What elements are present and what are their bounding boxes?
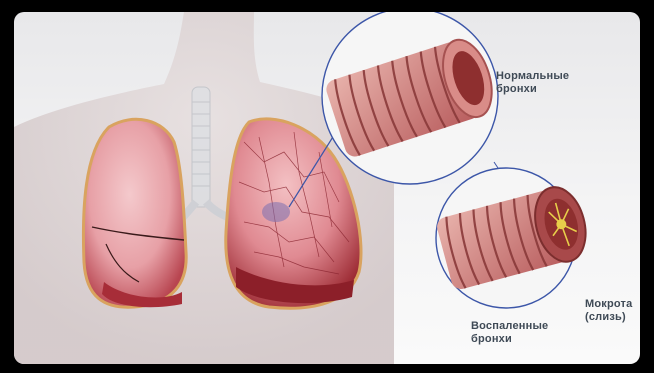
label-inflamed-line2: бронхи [471,333,548,346]
label-normal-line1: Нормальные [496,70,569,83]
label-inflamed-line1: Воспаленные [471,320,548,333]
label-normal-line2: бронхи [496,83,569,96]
left-lung [83,119,186,307]
label-inflamed-bronchi: Воспаленные бронхи [471,320,548,346]
label-normal-bronchi: Нормальные бронхи [496,70,569,96]
illustration-frame: Нормальные бронхи Воспаленные бронхи Мок… [14,12,640,364]
inflamed-bronchus-callout [435,168,594,308]
label-mucus-line2: (слизь) [585,311,632,324]
label-mucus: Мокрота (слизь) [585,298,632,324]
bronchitis-illustration [14,12,640,364]
normal-bronchus-callout [322,12,501,184]
label-mucus-line1: Мокрота [585,298,632,311]
